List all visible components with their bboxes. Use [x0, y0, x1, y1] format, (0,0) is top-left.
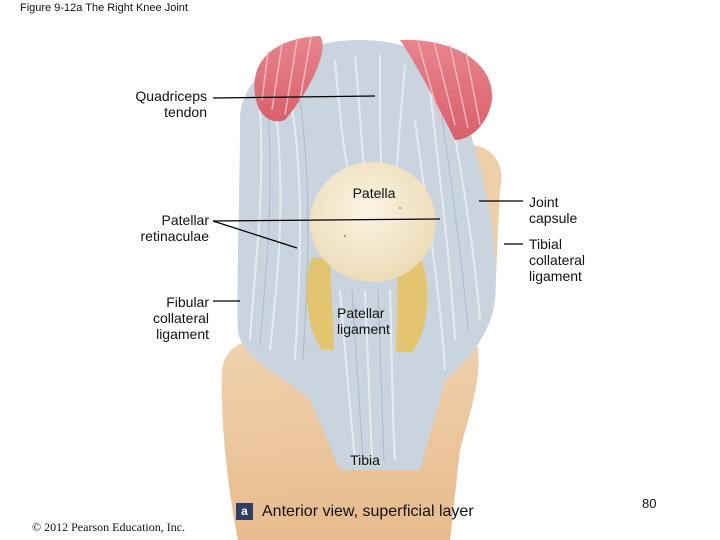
label-tibial-collateral-ligament: Tibial collateral ligament	[529, 236, 586, 284]
label-joint-capsule: Joint capsule	[529, 194, 578, 226]
label-quadriceps-tendon: Quadriceps tendon	[135, 88, 207, 120]
caption-badge: a	[236, 503, 253, 520]
leader-patellar-retinaculae-a	[212, 218, 441, 222]
patella-bone	[310, 162, 436, 282]
fibula-head	[221, 338, 300, 540]
page-number: 80	[642, 496, 657, 511]
copyright-notice: © 2012 Pearson Education, Inc.	[32, 520, 186, 534]
leader-quadriceps-tendon	[212, 95, 376, 99]
fat-pad-left	[306, 258, 334, 350]
leader-patellar-retinaculae-b	[212, 220, 298, 249]
label-tibia: Tibia	[350, 452, 380, 468]
figure-caption: Anterior view, superficial layer	[262, 503, 474, 520]
label-patellar-retinaculae: Patellar retinaculae	[140, 212, 210, 244]
figure-title: Figure 9-12a The Right Knee Joint	[20, 2, 188, 14]
quadriceps-muscle-left	[254, 36, 323, 122]
label-fibular-collateral-ligament: Fibular collateral ligament	[152, 294, 209, 342]
label-patella: Patella	[352, 185, 396, 201]
fat-pad-right	[396, 258, 428, 352]
label-patellar-ligament: Patellar ligament	[337, 305, 390, 337]
